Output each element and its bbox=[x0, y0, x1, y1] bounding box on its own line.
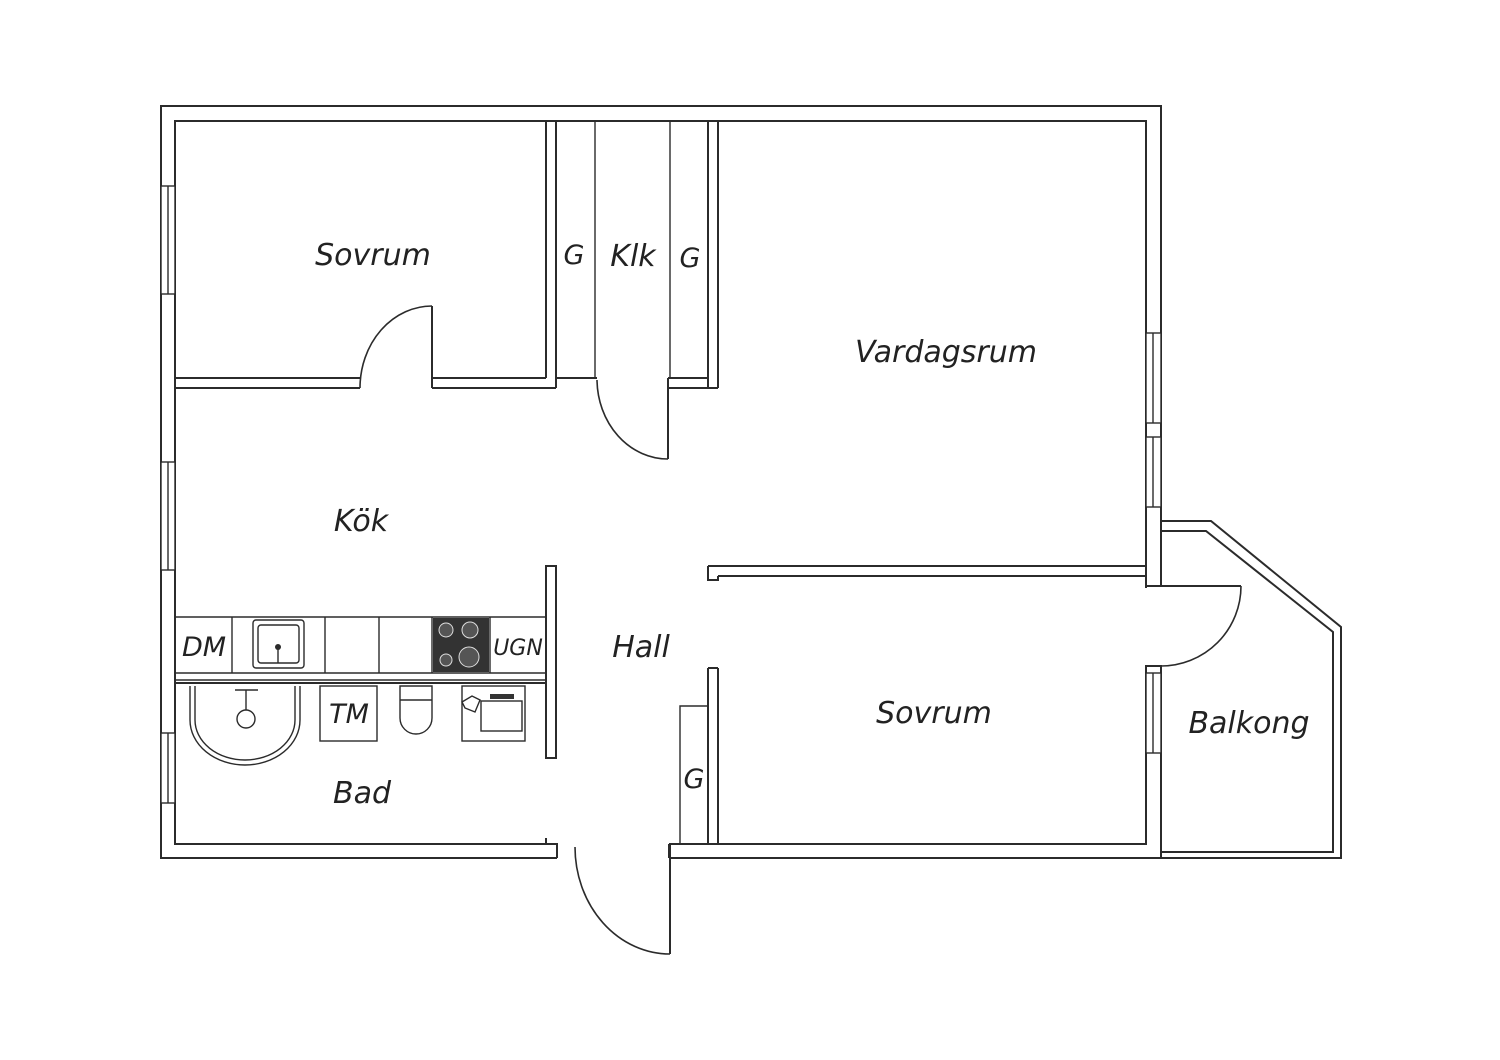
room-label-sovrum-bottom: Sovrum bbox=[876, 696, 992, 731]
room-label-sovrum-top: Sovrum bbox=[315, 238, 431, 273]
balcony-outline bbox=[1161, 520, 1342, 859]
stove-icon bbox=[433, 618, 489, 672]
interior-walls bbox=[175, 121, 1161, 844]
washing-machine-icon bbox=[319, 685, 378, 742]
room-label-g-hall: G bbox=[684, 764, 705, 795]
room-label-kok: Kök bbox=[334, 504, 390, 539]
outer-walls bbox=[160, 105, 1162, 859]
bathroom-fixtures bbox=[189, 685, 526, 766]
room-label-hall: Hall bbox=[612, 630, 670, 665]
room-label-g-left: G bbox=[564, 240, 585, 271]
fixture-label-tm: TM bbox=[329, 699, 369, 730]
fixture-labels: DM UGN TM bbox=[182, 632, 543, 730]
room-label-g-right: G bbox=[680, 243, 701, 274]
room-label-vardagsrum: Vardagsrum bbox=[855, 335, 1037, 370]
bathroom-sink-icon bbox=[461, 685, 526, 742]
fixture-label-dm: DM bbox=[182, 632, 226, 663]
fixture-label-ugn: UGN bbox=[493, 636, 543, 661]
room-label-bad: Bad bbox=[333, 776, 392, 811]
room-label-klk: Klk bbox=[610, 239, 657, 274]
room-label-balkong: Balkong bbox=[1188, 706, 1309, 741]
toilet-icon bbox=[399, 685, 433, 735]
kitchen-sink-icon bbox=[252, 619, 305, 669]
kitchen-counter bbox=[231, 617, 491, 673]
shower-icon bbox=[189, 686, 301, 766]
windows bbox=[160, 185, 1162, 804]
room-labels: Sovrum G Klk G Vardagsrum Kök Hall Sovru… bbox=[315, 238, 1309, 811]
doors bbox=[359, 305, 1242, 955]
